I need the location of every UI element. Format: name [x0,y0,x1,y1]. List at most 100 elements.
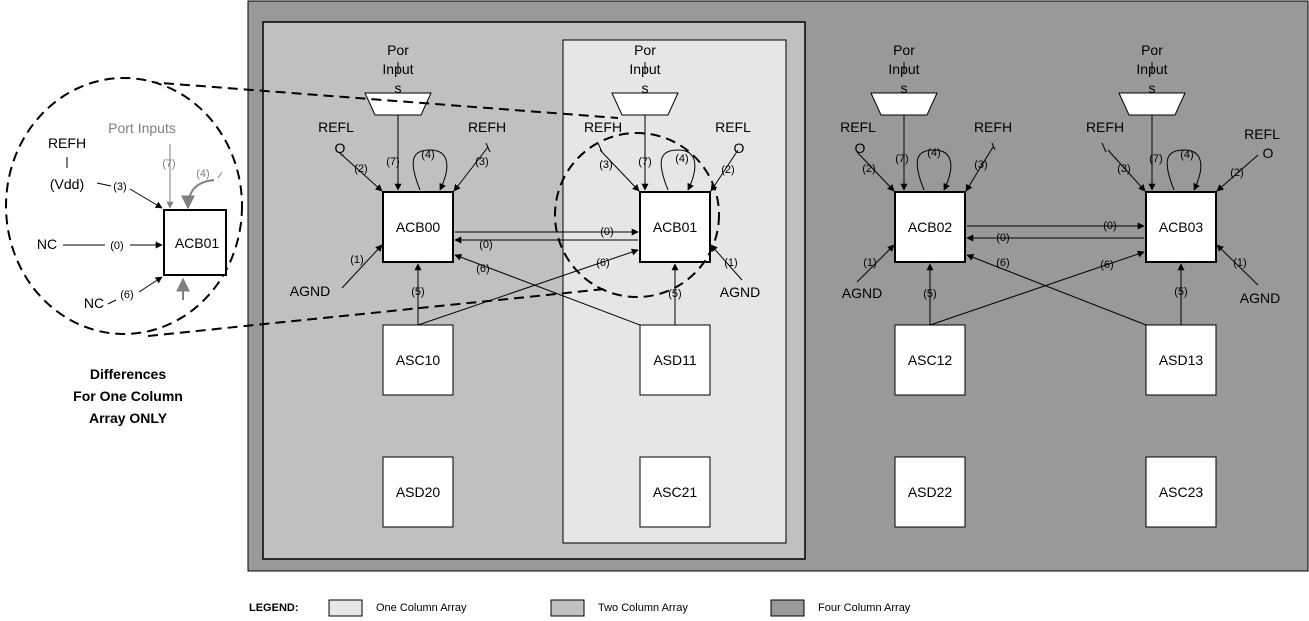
inset-nc-label-2: NC [84,295,104,311]
refl-o: O [1263,145,1274,161]
conn-num: (4) [421,149,434,161]
legend-swatch-one-column [328,599,363,617]
refl-o: Q [335,140,346,156]
conn-num: (6) [596,257,609,269]
block-asc21: ASC21 [639,456,711,528]
port-input-label-3: s [901,80,908,96]
block-asd11-label: ASD11 [653,352,697,368]
conn-num: (1) [724,257,737,269]
refl-label: REFL [715,119,751,135]
agnd-label: AGND [720,284,760,300]
acb00-connections [341,115,641,326]
conn-num: (6) [1100,259,1113,271]
refh-label: REFH [584,119,622,135]
conn-num: (0) [479,239,492,251]
block-asd20: ASD20 [382,456,454,528]
conn-num: (3) [475,156,488,168]
callout-line-bottom [147,288,606,337]
conn-num: (7) [386,156,399,168]
inset-nc-label: NC [37,236,57,252]
block-acb01: ACB01 [639,191,711,263]
conn-num: (0) [996,232,1009,244]
conn-num: (7) [1149,153,1162,165]
block-asd13: ASD13 [1145,324,1217,396]
conn-num: (3) [599,159,612,171]
refh-label: REFH [1086,119,1124,135]
block-asd13-label: ASD13 [1159,352,1204,368]
refh-label: REFH [974,119,1012,135]
conn-num: (6) [476,263,489,275]
acb02-connections [856,115,1147,326]
inset-caption-line3: Array ONLY [89,410,168,426]
refl-label: REFL [1244,126,1280,142]
legend-swatch-four-column [770,599,805,617]
block-acb03-label: ACB03 [1159,219,1204,235]
block-asd11: ASD11 [639,324,711,396]
conn-num: (2) [721,164,734,176]
conn-num: (2) [354,163,367,175]
conn-num: (4) [196,168,209,180]
conn-num: (1) [1233,257,1246,269]
conn-num: (3) [1117,163,1130,175]
inset-caption-line1: Differences [90,366,166,382]
conn-num: (5) [923,288,936,300]
port-input-label-3: s [395,80,402,96]
block-asc12: ASC12 [894,324,966,396]
block-asc10-label: ASC10 [396,352,441,368]
conn-num: (6) [120,289,133,301]
conn-num: (3) [974,159,987,171]
refl-label: REFL [318,119,354,135]
block-acb01-label: ACB01 [653,219,698,235]
block-acb03: ACB03 [1145,191,1217,263]
block-asd22: ASD22 [894,456,966,528]
port-inputs-label: Port Inputs [108,120,176,136]
refl-label: REFL [840,119,876,135]
block-asd20-label: ASD20 [396,484,441,500]
connection-numbers: (7) (4) (2) (3) (1) (5) (6) (0) (0) (7) … [350,147,1246,300]
block-asc23-label: ASC23 [1159,484,1204,500]
agnd-label: AGND [1240,290,1280,306]
inset-caption-line2: For One Column [73,388,183,404]
conn-num: (5) [668,288,681,300]
inset-block-label: ACB01 [175,235,220,251]
agnd-label: AGND [290,283,330,299]
port-input-mux-1: Por Input s [611,42,679,116]
port-input-label-1: Por [634,42,656,58]
legend-label-one-column: One Column Array [376,602,467,614]
refl-o: O [734,140,745,156]
agnd-label: AGND [842,285,882,301]
conn-num: (1) [863,257,876,269]
legend-label-four-column: Four Column Array [818,602,911,614]
acb01-connections [417,115,743,326]
port-input-label-3: s [1149,80,1156,96]
legend-swatch-two-column [550,599,585,617]
conn-num: (7) [895,153,908,165]
conn-num: (4) [927,147,940,159]
block-asc10: ASC10 [382,324,454,396]
refh-label: REFH [468,119,506,135]
port-input-mux-2: Por Input s [870,42,938,116]
highlight-circle [554,132,720,298]
block-acb02: ACB02 [894,191,966,263]
port-input-label-1: Por [1141,42,1163,58]
conn-num: (5) [411,286,424,298]
conn-num: (5) [1174,286,1187,298]
callout-line-top [147,81,619,119]
block-asc23: ASC23 [1145,456,1217,528]
legend: LEGEND: One Column Array Two Column Arra… [249,599,911,617]
inset-diagram: ACB01 Port Inputs (7) (4) REFH (Vdd) (3)… [5,77,243,335]
conn-num: (4) [1180,149,1193,161]
legend-label-two-column: Two Column Array [598,602,688,614]
port-input-label-3: s [642,80,649,96]
acb03-connections [929,115,1259,326]
port-input-mux-0: Por Input s [364,42,432,116]
conn-num: (7) [162,158,175,170]
conn-num: (7) [638,156,651,168]
conn-num: (6) [996,257,1009,269]
conn-num: (0) [600,226,613,238]
port-input-label-1: Por [387,42,409,58]
conn-num: (1) [350,254,363,266]
inset-vdd-label: (Vdd) [50,176,84,192]
conn-num: (0) [1103,220,1116,232]
conn-num: (3) [113,181,126,193]
